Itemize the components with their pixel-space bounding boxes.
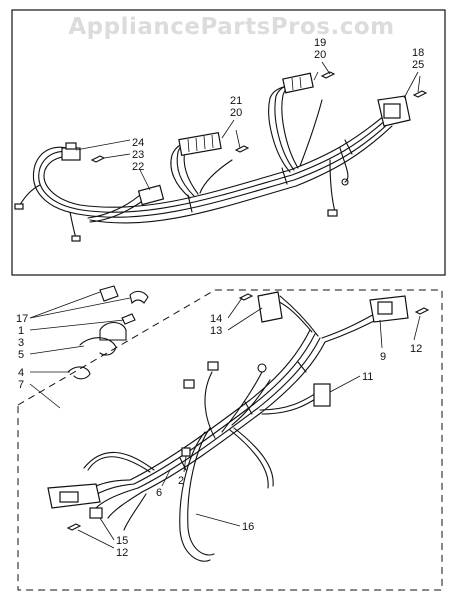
callout-15: 15 [116, 535, 128, 547]
callout-12-right: 12 [410, 343, 422, 355]
callout-6: 6 [156, 487, 162, 499]
callout-9: 9 [380, 351, 386, 363]
callout-25: 25 [412, 59, 424, 71]
loose-parts [67, 285, 149, 380]
callout-16: 16 [242, 521, 254, 533]
callout-12-bottom: 12 [116, 547, 128, 559]
callout-17: 17 [16, 313, 28, 325]
callout-5: 5 [18, 349, 24, 361]
callout-18: 18 [412, 47, 424, 59]
upper-wire-harness [14, 71, 428, 242]
callout-4: 4 [18, 367, 24, 379]
callout-labels: 18 25 19 20 21 20 24 23 22 17 1 3 5 4 7 … [16, 37, 424, 559]
callout-20-upper-middle: 20 [230, 107, 242, 119]
callout-22: 22 [132, 161, 144, 173]
callout-11: 11 [362, 371, 373, 383]
callout-2: 2 [178, 475, 184, 487]
lower-assembly-frame [17, 289, 443, 591]
lower-wire-harness [47, 291, 430, 562]
callout-7: 7 [18, 379, 24, 391]
callout-20-upper-right: 20 [314, 49, 326, 61]
callout-13: 13 [210, 325, 222, 337]
callout-14: 14 [210, 313, 222, 325]
upper-assembly-frame [11, 9, 446, 276]
leader-lines [29, 61, 421, 549]
callout-21: 21 [230, 95, 242, 107]
callout-23: 23 [132, 149, 144, 161]
callout-24: 24 [132, 137, 144, 149]
callout-1: 1 [18, 325, 24, 337]
callout-3: 3 [18, 337, 24, 349]
callout-19: 19 [314, 37, 326, 49]
